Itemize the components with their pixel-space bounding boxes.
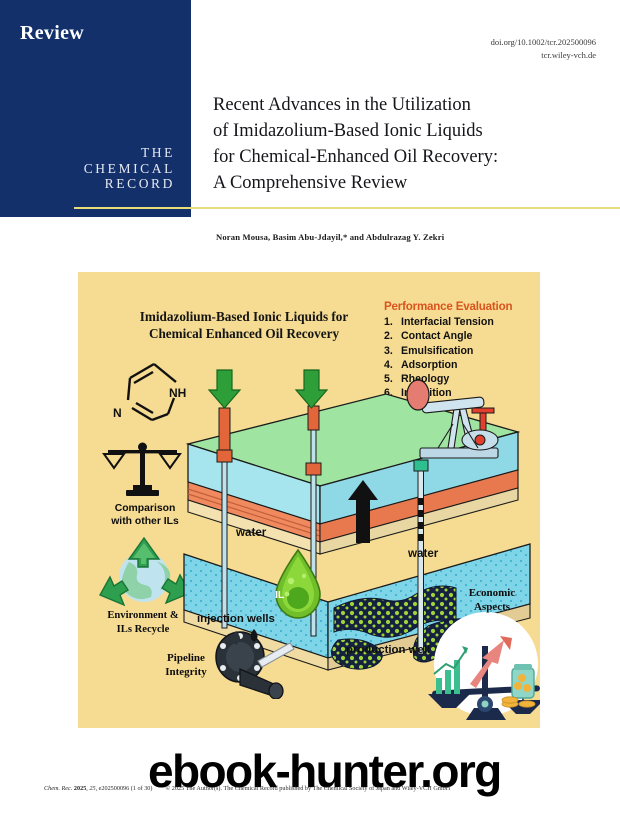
journal-logo-line-2: CHEMICAL [83, 160, 175, 176]
list-item: 2. Contact Angle [384, 329, 534, 343]
graphical-abstract-title: Imidazolium-Based Ionic Liquids for Chem… [104, 308, 384, 342]
list-item: 1. Interfacial Tension [384, 315, 534, 329]
title-line-4: A Comprehensive Review [213, 173, 408, 193]
comparison-label-line-1: Comparison [114, 503, 176, 514]
list-item-number: 3. [384, 344, 393, 357]
pipeline-label-line-1: Pipeline [167, 652, 205, 664]
atom-label-n: N [113, 406, 122, 420]
footer-journal-abbrev: Chem. Rec. [44, 785, 73, 792]
journal-logo: THE CHEMICAL RECORD [0, 145, 175, 192]
label-il-droplet: IL [275, 589, 285, 601]
list-item-number: 5. [384, 373, 393, 386]
doi-link[interactable]: doi.org/10.1002/tcr.202500096 [490, 37, 596, 47]
economic-label-line-2: Aspects [473, 601, 511, 613]
header-navy-block [0, 0, 191, 217]
environment-recycle-label: Environment & ILs Recycle [82, 609, 204, 636]
economic-aspects-label: Economic Aspects [446, 586, 538, 614]
journal-logo-line-3: RECORD [104, 176, 175, 191]
pipeline-integrity-label: Pipeline Integrity [140, 651, 232, 679]
pipeline-label-line-2: Integrity [165, 666, 207, 678]
economic-label-line-1: Economic [468, 587, 516, 599]
footer-citation: Chem. Rec. 2025, 25, e202500096 (1 of 30… [44, 785, 451, 792]
header-divider-rule [74, 207, 620, 209]
comparison-label: Comparison with other ILs [86, 502, 204, 528]
list-item-number: 4. [384, 358, 393, 371]
journal-url-link[interactable]: tcr.wiley-vch.de [541, 50, 596, 60]
doi-block: doi.org/10.1002/tcr.202500096 tcr.wiley-… [491, 36, 596, 62]
balance-scale-icon [100, 442, 188, 500]
list-item-number: 1. [384, 316, 393, 328]
list-item-label: Emulsification [401, 344, 474, 357]
author-list: Noran Mousa, Basim Abu-Jdayil,* and Abdu… [216, 232, 445, 242]
reservoir-block-diagram [178, 358, 540, 688]
title-line-1: Recent Advances in the Utilization [213, 95, 471, 115]
footer-article-id: e202500096 (1 of 30) [98, 785, 153, 792]
list-item-number: 2. [384, 330, 393, 343]
economic-balance-icon [426, 612, 540, 728]
article-type-label: Review [20, 22, 84, 44]
performance-evaluation-heading: Performance Evaluation [384, 300, 513, 313]
list-item-number: 6. [384, 387, 393, 400]
footer-volume: 25, [89, 785, 98, 792]
title-line-2: of Imidazolium-Based Ionic Liquids [213, 121, 483, 141]
recycle-label-line-2: ILs Recycle [116, 623, 170, 635]
recycle-globe-icon [96, 536, 192, 617]
ga-title-line-1: Imidazolium-Based Ionic Liquids for [139, 309, 349, 324]
pipeline-valve-icon [206, 627, 298, 700]
list-item: 4. Adsorption [384, 358, 534, 372]
comparison-label-line-2: with other ILs [111, 516, 179, 527]
label-water-right: water [408, 547, 439, 560]
page-title: Recent Advances in the Utilization of Im… [213, 92, 603, 196]
recycle-label-line-1: Environment & [107, 610, 179, 621]
journal-logo-line-1: THE [140, 145, 175, 160]
watermark-text: ebook-hunter.org [148, 745, 502, 797]
footer-copyright: © 2025 The Author(s). The Chemical Recor… [165, 785, 451, 792]
list-item-label: Interfacial Tension [401, 316, 494, 328]
label-production-well: production well [346, 644, 431, 656]
imidazole-ring-icon: N NH [108, 356, 204, 440]
ga-title-line-2: Chemical Enhanced Oil Recovery [148, 326, 340, 341]
footer-year: 2025 [73, 785, 87, 792]
atom-label-nh: NH [169, 386, 187, 400]
label-injection-wells: injection wells [197, 613, 275, 625]
list-item: 3. Emulsification [384, 344, 534, 358]
graphical-abstract-panel: Imidazolium-Based Ionic Liquids for Chem… [78, 272, 540, 728]
label-water-left: water [236, 526, 267, 539]
title-line-3: for Chemical-Enhanced Oil Recovery: [213, 147, 499, 167]
list-item-label: Contact Angle [401, 330, 473, 343]
list-item-label: Adsorption [401, 358, 458, 371]
